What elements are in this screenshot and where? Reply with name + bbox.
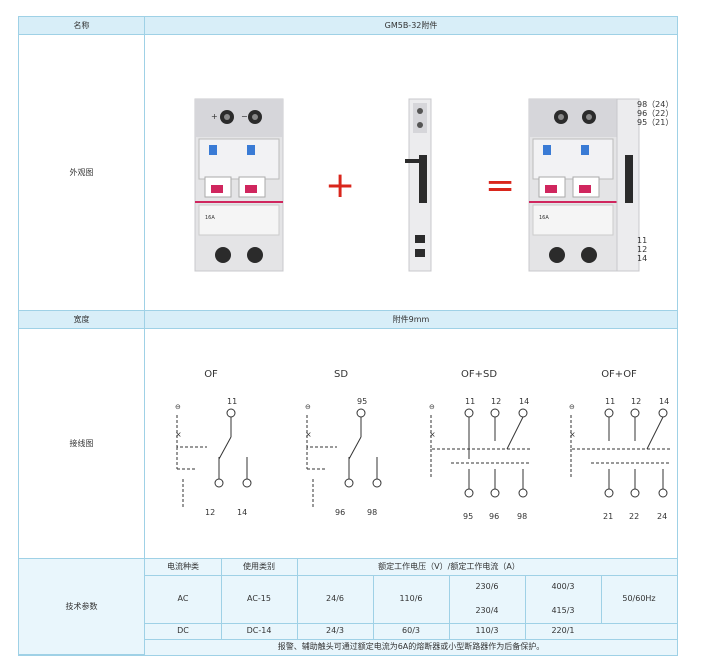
ac-v2: 110/6: [399, 594, 423, 603]
col-current-type: 电流种类: [167, 562, 199, 571]
dc-v1: 24/3: [326, 626, 344, 635]
ac-v3b: 230/4: [475, 606, 499, 615]
svg-text:11: 11: [227, 397, 237, 406]
svg-text:16A: 16A: [205, 215, 215, 221]
specs-label: 技术参数: [19, 559, 145, 655]
svg-text:×: ×: [569, 430, 576, 439]
svg-text:⊖: ⊖: [175, 403, 181, 411]
specs-block: 电流种类 使用类别 额定工作电压（V）/额定工作电流（A） AC AC-15 2…: [145, 559, 677, 655]
ac-v1: 24/6: [326, 594, 344, 603]
svg-text:96: 96: [335, 508, 345, 517]
wiring-svg: OF ⊖ × 11 12 14 SD ⊖ × 95: [175, 369, 671, 521]
ac-usage: AC-15: [247, 594, 271, 603]
svg-text:96（22）: 96（22）: [637, 109, 673, 118]
width-row: 宽度 附件9mm: [19, 311, 677, 329]
svg-text:11: 11: [605, 397, 615, 406]
svg-text:×: ×: [429, 430, 436, 439]
specs-note: 报警、辅助触头可通过额定电流为6A的熔断器或小型断路器作为后备保护。: [277, 642, 545, 651]
svg-text:OF: OF: [204, 369, 218, 380]
combined-image: 16A: [528, 98, 640, 272]
header-row: 名称 GM5B-32附件: [19, 17, 677, 35]
svg-text:×: ×: [305, 430, 312, 439]
svg-text:⊖: ⊖: [569, 403, 575, 411]
wiring-diagrams: OF ⊖ × 11 12 14 SD ⊖ × 95: [145, 329, 677, 559]
width-value: 附件9mm: [392, 315, 430, 324]
ac-freq: 50/60Hz: [622, 594, 656, 603]
appearance-images: + − 16A +: [145, 35, 677, 311]
svg-text:21: 21: [603, 512, 613, 521]
svg-text:OF+OF: OF+OF: [601, 369, 637, 380]
svg-text:11: 11: [465, 397, 475, 406]
svg-text:14: 14: [519, 397, 529, 406]
svg-text:98（24）: 98（24）: [637, 100, 673, 109]
svg-text:⊖: ⊖: [429, 403, 435, 411]
ac-v4a: 400/3: [551, 582, 575, 591]
accessory-image: [405, 98, 432, 272]
ac-type: AC: [177, 594, 189, 603]
dc-type: DC: [177, 626, 189, 635]
svg-text:96: 96: [489, 512, 499, 521]
svg-text:11: 11: [637, 236, 647, 245]
name-label: 名称: [19, 17, 145, 35]
svg-text:98: 98: [517, 512, 527, 521]
dc-v3: 110/3: [475, 626, 499, 635]
breaker-image: + − 16A: [194, 98, 284, 272]
svg-text:12: 12: [631, 397, 641, 406]
svg-text:95（21）: 95（21）: [637, 118, 673, 127]
svg-text:+: +: [211, 112, 218, 121]
svg-text:14: 14: [237, 508, 247, 517]
svg-text:12: 12: [637, 245, 647, 254]
svg-text:SD: SD: [334, 369, 348, 380]
dc-v4: 220/1: [551, 626, 575, 635]
svg-text:×: ×: [175, 430, 182, 439]
equals-symbol: =: [485, 165, 515, 206]
svg-text:12: 12: [491, 397, 501, 406]
ac-v4b: 415/3: [551, 606, 575, 615]
svg-text:22: 22: [629, 512, 639, 521]
svg-text:OF+SD: OF+SD: [461, 369, 497, 380]
wiring-diagram-sd: SD ⊖ × 95 96 98: [305, 369, 382, 517]
dc-usage: DC-14: [246, 626, 272, 635]
svg-text:14: 14: [637, 254, 647, 263]
wiring-diagram-of-of: OF+OF ⊖ × 11 12 14 21 22: [569, 369, 671, 521]
svg-text:12: 12: [205, 508, 215, 517]
svg-text:98: 98: [367, 508, 377, 517]
plus-symbol: +: [325, 165, 355, 206]
dc-v2: 60/3: [402, 626, 420, 635]
col-rated: 额定工作电压（V）/额定工作电流（A）: [378, 562, 520, 571]
product-images: + − 16A +: [194, 98, 673, 272]
ac-v3a: 230/6: [475, 582, 499, 591]
col-usage: 使用类别: [243, 562, 275, 571]
width-label: 宽度: [19, 311, 145, 329]
svg-text:95: 95: [357, 397, 367, 406]
svg-text:⊖: ⊖: [305, 403, 311, 411]
svg-text:16A: 16A: [539, 215, 549, 221]
svg-text:−: −: [241, 112, 248, 121]
svg-text:95: 95: [463, 512, 473, 521]
spec-table: 名称 GM5B-32附件 外观图 + − 16A: [18, 16, 678, 656]
appearance-label: 外观图: [19, 35, 145, 311]
wiring-diagram-of-sd: OF+SD ⊖ × 11 12 14 95 96: [429, 369, 531, 521]
wiring-label: 接线图: [19, 329, 145, 559]
wiring-diagram-of: OF ⊖ × 11 12 14: [175, 369, 252, 517]
svg-text:24: 24: [657, 512, 667, 521]
svg-text:14: 14: [659, 397, 669, 406]
model-name: GM5B-32附件: [384, 21, 438, 30]
